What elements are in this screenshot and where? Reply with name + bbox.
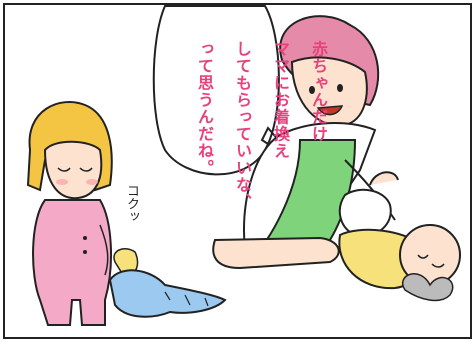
girl-outfit [32,199,112,326]
bubble-line-3: してもらっていいな、 [233,40,252,211]
speech-bubble [152,5,301,176]
bubble-line-2: ママにお着換え [271,40,290,160]
bubble-line-1: 赤ちゃんだけ [309,40,328,143]
sound-effect-text: コクッ [124,184,139,223]
baby-clothes-on-floor [108,248,227,318]
speech-bubble-text: 赤ちゃんだけ ママにお着換え してもらっていいな、 って思うんだね。 [176,14,347,210]
mother-figure [212,15,396,270]
girl-figure [26,101,113,326]
baby-figure [338,171,461,302]
bubble-line-4: って思うんだね。 [195,40,214,177]
